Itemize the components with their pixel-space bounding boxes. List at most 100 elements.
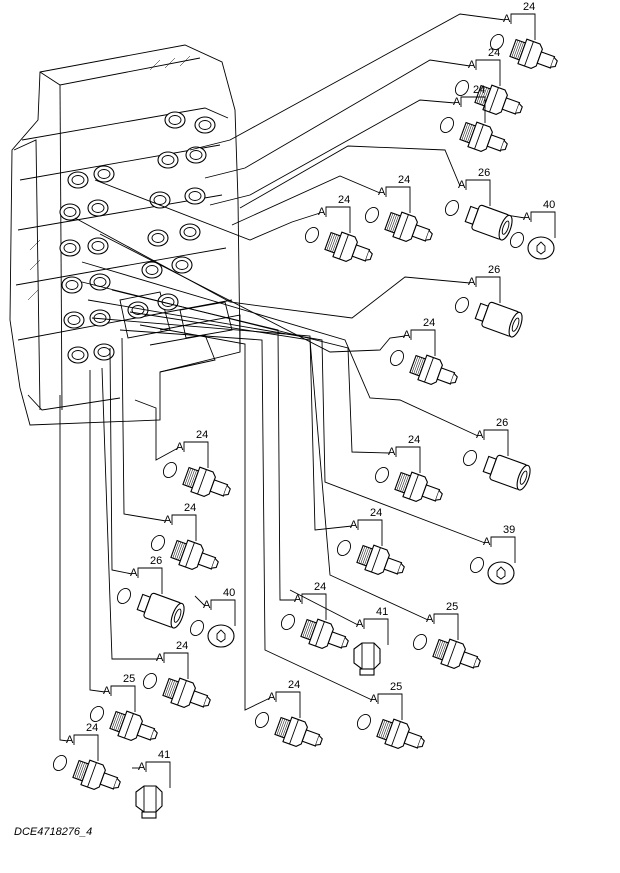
part-number-label: 24 <box>184 502 196 514</box>
port-outer-ring <box>141 261 163 279</box>
fitting-tip <box>315 735 323 746</box>
part-callout-25: A25 <box>356 681 425 750</box>
port-inner-ring <box>63 243 77 253</box>
part-number-label: 40 <box>543 199 555 211</box>
leader-line <box>59 395 69 742</box>
port-inner-ring <box>67 315 81 325</box>
thread-line <box>478 86 486 104</box>
leader-line <box>231 175 381 226</box>
part-number-label: 25 <box>390 681 402 693</box>
callout-bracket <box>395 446 421 473</box>
fitting-hex-body <box>402 471 428 503</box>
thread-line <box>174 541 182 559</box>
fitting-hex-body <box>170 677 196 709</box>
port-outer-ring <box>149 191 171 209</box>
leader-line <box>194 595 206 607</box>
thread-line <box>434 640 442 658</box>
part-number-label: 24 <box>176 640 188 652</box>
part-number-label: 41 <box>158 749 170 761</box>
fitting-hex-edge <box>87 762 97 788</box>
callout-bracket <box>475 59 501 86</box>
fitting-hex-body <box>440 638 466 670</box>
seal-label: A <box>378 186 386 198</box>
leader-line <box>139 324 271 711</box>
seal-label: A <box>483 536 491 548</box>
callout-bracket <box>490 536 516 563</box>
callout-bracket <box>460 96 486 123</box>
seal-label: A <box>403 329 411 341</box>
thread-line <box>415 357 422 375</box>
thread-line <box>513 40 521 58</box>
thread-line <box>411 356 419 374</box>
union-fitting <box>474 84 523 116</box>
port-outer-ring <box>171 256 193 274</box>
part-number-label: 24 <box>423 317 435 329</box>
seal-label: A <box>350 519 358 531</box>
part-number-label: 24 <box>338 194 350 206</box>
union-fitting <box>109 710 158 742</box>
port-inner-ring <box>188 191 202 201</box>
part-number-label: 39 <box>503 524 515 536</box>
thread-line <box>164 679 172 697</box>
part-callout-24: A24 <box>374 434 443 503</box>
o-ring-seal <box>454 80 470 96</box>
part-number-label: 24 <box>523 1 535 13</box>
parts-layer: A24A24A24A26A24A24A40A26A24A26A24A24A39A… <box>52 1 558 819</box>
o-ring-seal <box>389 350 405 366</box>
leader-line <box>209 99 456 206</box>
union-fitting <box>356 544 405 576</box>
port-inner-ring <box>151 233 165 243</box>
thread-line <box>417 358 424 376</box>
thread-line <box>330 234 337 252</box>
cap-thread <box>359 668 375 676</box>
fitting-tip <box>113 778 121 789</box>
callout-bracket <box>530 211 556 238</box>
leader-line <box>111 289 296 601</box>
adapter-sleeve <box>482 454 531 491</box>
thread-line <box>463 123 471 141</box>
port-inner-ring <box>183 227 197 237</box>
fitting-hex-edge <box>399 214 409 240</box>
seal-label: A <box>453 96 461 108</box>
plug-hex-socket <box>536 241 546 255</box>
fitting-tip <box>150 729 158 740</box>
thread-line <box>170 681 177 699</box>
part-callout-26: A26 <box>116 555 185 629</box>
part-number-label: 24 <box>398 174 410 186</box>
part-callout-24: A24 <box>280 581 349 650</box>
port-inner-ring <box>168 115 182 125</box>
part-callout-24: A24 <box>304 194 373 263</box>
thread-line <box>398 473 406 491</box>
fitting-tip <box>365 250 373 261</box>
seal-label: A <box>476 429 484 441</box>
callout-bracket <box>325 206 351 233</box>
plug-head <box>487 561 515 585</box>
seal-label: A <box>523 211 531 223</box>
fitting-hex-edge <box>315 621 325 647</box>
part-number-label: 41 <box>376 606 388 618</box>
port-inner-ring <box>65 280 79 290</box>
part-number-label: 25 <box>446 601 458 613</box>
port-outer-ring <box>67 346 89 364</box>
valve-port <box>67 171 89 189</box>
o-ring-seal <box>509 232 525 248</box>
callout-bracket <box>465 179 491 206</box>
leader-line <box>121 337 167 522</box>
part-number-label: 26 <box>496 417 508 429</box>
o-ring-seal <box>444 200 460 216</box>
port-outer-ring <box>164 111 186 129</box>
port-inner-ring <box>97 169 111 179</box>
cap-hex-body <box>353 642 381 670</box>
part-number-label: 26 <box>150 555 162 567</box>
thread-line <box>400 474 407 492</box>
valve-port <box>149 191 171 209</box>
o-ring-seal <box>189 620 205 636</box>
valve-port <box>171 256 193 274</box>
thread-line <box>186 468 194 486</box>
adapter-bore <box>511 317 520 332</box>
socket-plug <box>487 561 515 585</box>
part-callout-41: A41 <box>135 749 171 819</box>
port-inner-ring <box>189 150 203 160</box>
port-outer-ring <box>147 229 169 247</box>
fitting-hex-body <box>467 121 493 153</box>
